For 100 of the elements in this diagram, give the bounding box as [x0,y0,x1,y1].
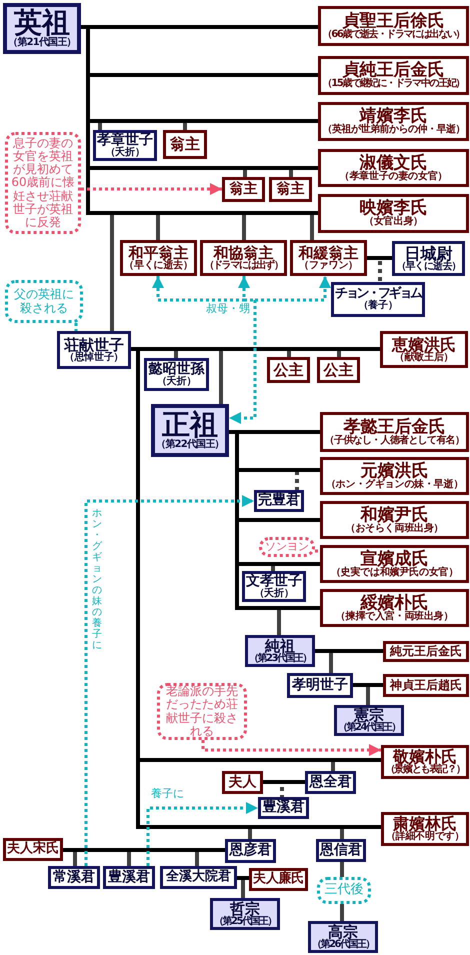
marriage-line [86,27,90,75]
marriage-line [112,211,158,215]
person-note: （養子） [358,301,398,312]
descent-line [329,651,333,673]
person-name: 常溪君 [53,870,95,886]
arrow [202,740,381,756]
marriage-line [138,758,333,762]
marriage-line [367,256,392,260]
marriage-line [63,848,75,852]
person-box [392,241,465,276]
person-name: 綏嬪朴氏 [360,594,428,612]
person-name: 夫人 [228,774,256,790]
arrow [84,495,254,866]
leader-line [315,550,320,552]
leader-line [74,323,78,331]
person-note: （英祖が世弟前からの仲・早逝） [322,125,465,136]
marriage-line [86,121,90,168]
descent-line [248,827,252,839]
marriage-line [136,349,140,760]
marriage-line [250,825,342,829]
person-name: 日城尉 [404,244,452,262]
person-box [320,589,469,627]
marriage-line [176,347,221,351]
marriage-line [315,649,331,653]
person-box [3,838,63,861]
arrow [229,300,256,424]
person-note: （夭折） [105,148,145,158]
marriage-line [289,347,339,351]
person-box [383,641,469,662]
marriage-line [244,211,312,215]
descent-line [242,213,246,240]
person-box [320,412,469,452]
marriage-line [136,760,250,829]
person-box [222,177,265,202]
person-box [258,797,309,819]
marriage-line [291,166,318,170]
person-note: （ファワン） [299,260,358,272]
person-note: （献敬王后） [394,352,454,364]
person-box [317,357,360,383]
marriage-line [88,166,245,170]
marriage-line [88,119,100,123]
person-note: （子供なし・人徳者として有名） [324,436,464,446]
person-name: 淑儀文氏 [360,154,428,172]
person-name: 純元王后金氏 [390,645,462,658]
marriage-line [129,848,197,852]
person-note: （ドラマには出ず） [204,260,283,272]
person-note: （早くに逝去） [124,260,193,272]
person-name: 孝章世子 [97,132,153,148]
marriage-line [273,562,320,566]
marriage-line [235,470,239,520]
person-name: 和緩翁主 [298,244,358,261]
person-name: 翁主 [276,182,304,198]
person-box [320,501,469,539]
note-callout [259,537,315,557]
note-text: 三代後 [324,883,364,898]
arrow [238,276,250,300]
person-note: （おそらく両班出身） [345,524,444,534]
person-name: 粛嬪林氏 [393,815,457,832]
person-box [57,331,131,369]
person-name: 孝懿王后金氏 [344,418,446,436]
marriage-line [158,211,244,215]
person-box [381,812,469,846]
person-box [318,194,469,233]
descent-line [310,213,314,240]
person-box [120,240,197,276]
note-callout [157,683,247,740]
marriage-line [245,166,291,170]
marriage-line [235,564,279,610]
descent-line [127,850,131,866]
person-name: 宣嬪成氏 [360,550,428,568]
person-note: （第22代国王） [156,440,224,451]
marriage-line [237,562,273,566]
note-callout [317,877,371,904]
person-note: （孝章世子の妻の女官） [340,172,448,182]
person-box [290,240,367,276]
person-note: （夭折） [254,588,294,600]
marriage-line [138,347,176,351]
person-box [305,771,356,794]
person-name: 豊溪君 [262,800,304,816]
king-box [151,404,229,457]
person-name: 和嬪尹氏 [360,506,428,524]
marriage-line [235,520,239,564]
marriage-line [86,168,112,215]
marriage-line [100,119,185,123]
person-box [103,866,155,889]
person-name: 公主 [274,362,304,378]
person-note: （第24代国王） [338,723,400,734]
king-box [3,3,81,54]
descent-line [340,904,344,921]
descent-line [277,608,281,635]
person-box [242,571,306,602]
note-text: 息子の妻の女官を英祖が見初めて60歳前に懐妊させ荘献世子が英祖に反発 [10,136,76,230]
person-name: 神貞王后趙氏 [390,679,462,692]
person-box [267,357,310,383]
person-name: 恩信君 [320,842,362,858]
edge-label: 叔母・甥 [206,303,250,316]
person-box [318,6,469,46]
king-box [245,635,315,667]
person-box [254,490,304,512]
person-box [48,866,100,889]
